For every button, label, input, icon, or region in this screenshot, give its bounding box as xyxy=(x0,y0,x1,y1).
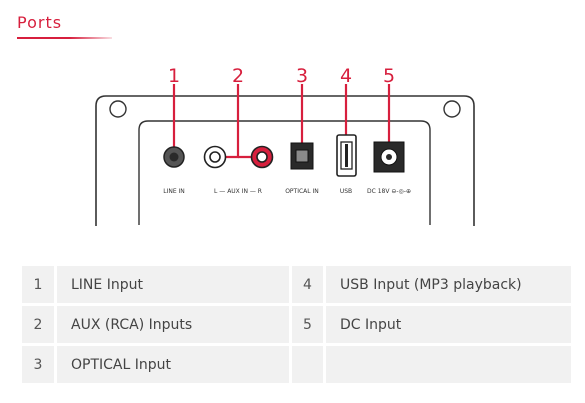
callout-3: 3 xyxy=(296,65,308,87)
label-dc: DC 18V ⊖-◎-⊕ xyxy=(367,188,411,195)
port-number: 4 xyxy=(292,266,326,306)
label-usb: USB xyxy=(340,188,352,195)
port-description: DC Input xyxy=(326,306,574,346)
aux-left-rca-jack xyxy=(203,145,227,169)
label-optical-in: OPTICAL IN xyxy=(285,188,319,195)
screw-hole-left xyxy=(109,100,127,118)
aux-right-rca-jack xyxy=(250,145,274,169)
line-in-jack xyxy=(163,146,185,168)
title-underline xyxy=(17,37,112,39)
ports-diagram: 1 2 3 4 5 LINE IN L — AUX IN — R OPTICAL… xyxy=(95,65,475,226)
ports-legend-table: 1 LINE Input 4 USB Input (MP3 playback) … xyxy=(22,266,574,386)
port-description xyxy=(326,346,574,386)
port-description: LINE Input xyxy=(57,266,292,306)
port-number: 1 xyxy=(22,266,57,306)
port-number: 2 xyxy=(22,306,57,346)
label-line-in: LINE IN xyxy=(163,188,185,195)
callout-1: 1 xyxy=(168,65,180,87)
port-number: 5 xyxy=(292,306,326,346)
table-row: 3 OPTICAL Input xyxy=(22,346,574,386)
port-number: 3 xyxy=(22,346,57,386)
label-aux-in: L — AUX IN — R xyxy=(214,188,262,195)
section-title: Ports xyxy=(17,13,63,32)
port-description: AUX (RCA) Inputs xyxy=(57,306,292,346)
callout-5: 5 xyxy=(383,65,395,87)
port-number xyxy=(292,346,326,386)
table-row: 2 AUX (RCA) Inputs 5 DC Input xyxy=(22,306,574,346)
table-row: 1 LINE Input 4 USB Input (MP3 playback) xyxy=(22,266,574,306)
screw-hole-right xyxy=(443,100,461,118)
speaker-housing-outline xyxy=(95,95,475,226)
callout-4: 4 xyxy=(340,65,352,87)
optical-in-port xyxy=(290,142,314,170)
connector-panel-outline xyxy=(138,120,431,225)
port-description: USB Input (MP3 playback) xyxy=(326,266,574,306)
usb-port xyxy=(336,134,357,177)
dc-input-port xyxy=(373,141,405,173)
callout-2: 2 xyxy=(232,65,244,87)
port-description: OPTICAL Input xyxy=(57,346,292,386)
